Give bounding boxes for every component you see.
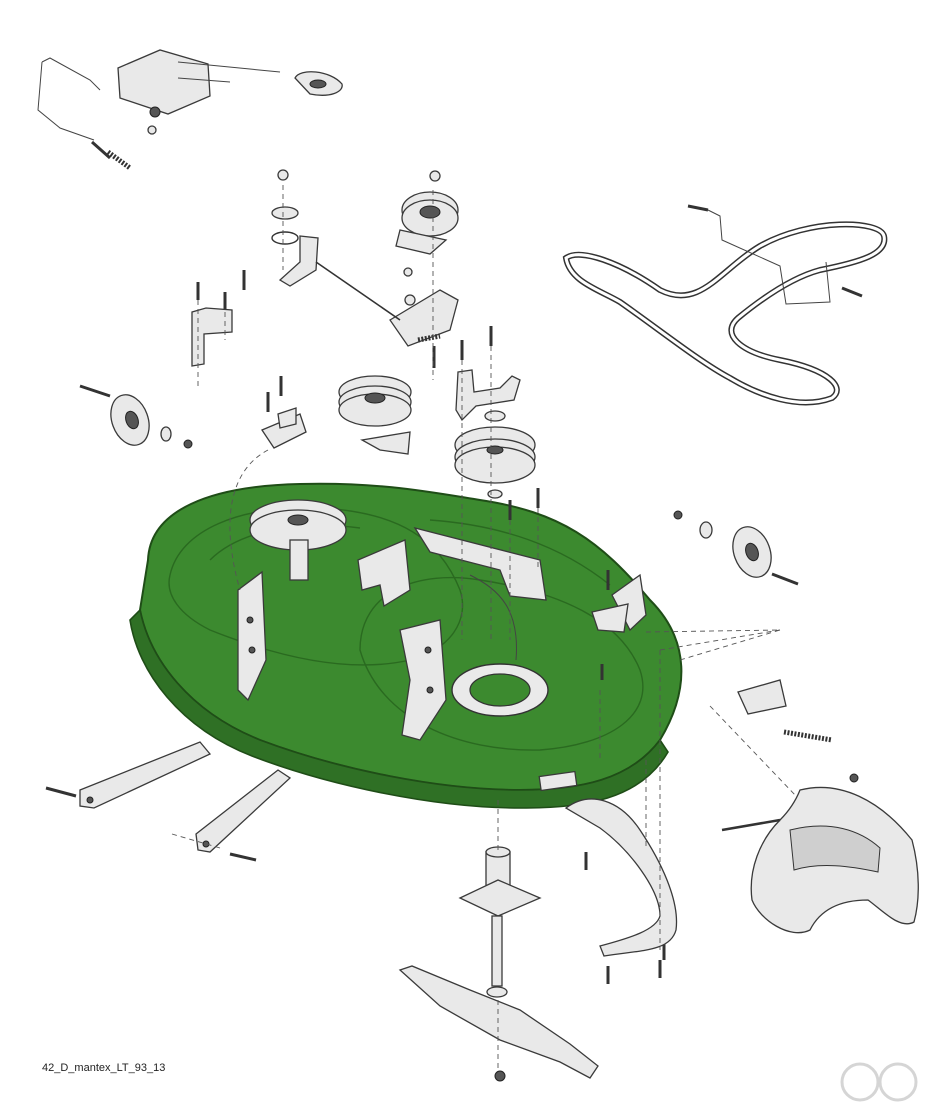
diagram-caption: 42_D_mantex_LT_93_13 [42, 1062, 166, 1074]
lift-linkage-assembly [37, 49, 281, 141]
bolt-set [196, 270, 666, 984]
pulley-middle-right [454, 410, 536, 499]
cable-spring [91, 140, 132, 171]
discharge-deflector [721, 773, 919, 934]
chute-mount-bracket [737, 679, 833, 743]
drive-belt [562, 221, 888, 406]
gauge-wheel-left [79, 384, 193, 449]
deck-hanger-bracket-left [237, 570, 267, 702]
deck-stabilizer-arm [564, 798, 678, 957]
spindle-assembly [458, 846, 542, 1082]
leader-lines [171, 185, 797, 1068]
bracket-left-small [191, 307, 233, 367]
belt-guide-rod [687, 204, 863, 305]
gauge-wheel-right [673, 510, 799, 586]
lift-arm-left [45, 741, 212, 809]
washers-stack-left [271, 169, 299, 245]
deck-pulley-left [249, 499, 347, 581]
deck-front-plate [538, 770, 578, 792]
deck-hanger-bracket-right [399, 619, 447, 741]
deck-fin-bracket-right [591, 573, 647, 633]
mower-blade [398, 965, 599, 1079]
lift-handle-knob [294, 71, 343, 96]
lift-arm-right [195, 769, 292, 862]
deck-hanger-bracket-center [357, 539, 411, 608]
tension-rod [278, 235, 401, 321]
brand-logo-mark [840, 1062, 918, 1102]
pulley-middle-left [338, 375, 412, 455]
idler-arm-bracket [389, 267, 459, 347]
bracket-center-small [261, 407, 307, 449]
idler-pulley-top [395, 170, 459, 255]
bracket-right-small [455, 369, 521, 422]
